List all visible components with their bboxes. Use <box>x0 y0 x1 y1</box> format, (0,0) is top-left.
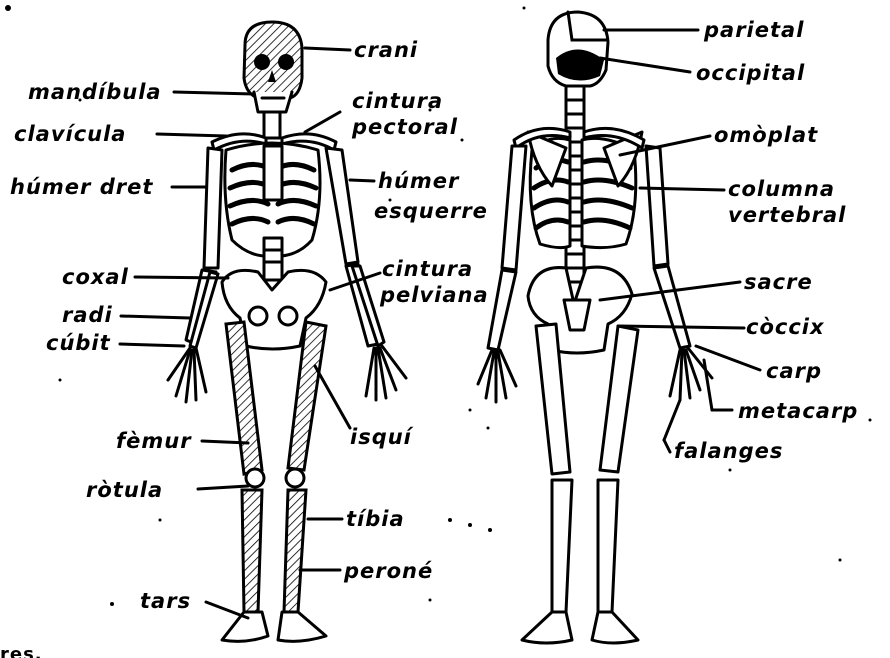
label-occipital: occipital <box>696 61 805 85</box>
label-isqui: isquí <box>350 425 414 449</box>
label-carp: carp <box>766 359 822 383</box>
mandible <box>254 92 292 112</box>
label-parietal: parietal <box>703 18 804 42</box>
label-columna-1: columna <box>728 177 835 201</box>
label-metacarp: metacarp <box>738 399 858 423</box>
label-crani: crani <box>354 38 418 62</box>
label-coxal: coxal <box>62 265 129 289</box>
label-humer-dret: húmer dret <box>10 175 153 199</box>
label-coccix: còccix <box>746 315 825 339</box>
label-humer-esquerre-2: esquerre <box>374 199 488 223</box>
label-columna-2: vertebral <box>728 203 846 227</box>
label-clavicula: clavícula <box>14 122 126 146</box>
label-mandibula: mandíbula <box>28 80 162 104</box>
label-cintura-pectoral-1: cintura <box>352 89 443 113</box>
foot-front-right <box>278 612 326 641</box>
label-cintura-pelviana-2: pelviana <box>379 283 489 307</box>
label-tibia: tíbia <box>346 507 405 531</box>
tibia-front-right <box>284 490 306 612</box>
label-radi: radi <box>62 303 113 327</box>
label-sacre: sacre <box>744 270 813 294</box>
tibia-front-left <box>242 490 262 612</box>
label-humer-esquerre-1: húmer <box>378 169 460 193</box>
label-tars: tars <box>140 589 191 613</box>
label-omoplat: omòplat <box>714 123 818 147</box>
label-falanges: falanges <box>674 439 783 463</box>
humerus-front-left <box>204 148 222 268</box>
label-cintura-pectoral-2: pectoral <box>351 115 458 139</box>
label-perone: peroné <box>343 559 433 583</box>
label-cintura-pelviana-1: cintura <box>382 257 473 281</box>
corner-text: res. <box>0 644 43 658</box>
label-cubit: cúbit <box>46 331 111 355</box>
label-femur: fèmur <box>116 429 192 453</box>
label-rotula: ròtula <box>86 478 163 502</box>
humerus-front-right <box>326 148 358 264</box>
